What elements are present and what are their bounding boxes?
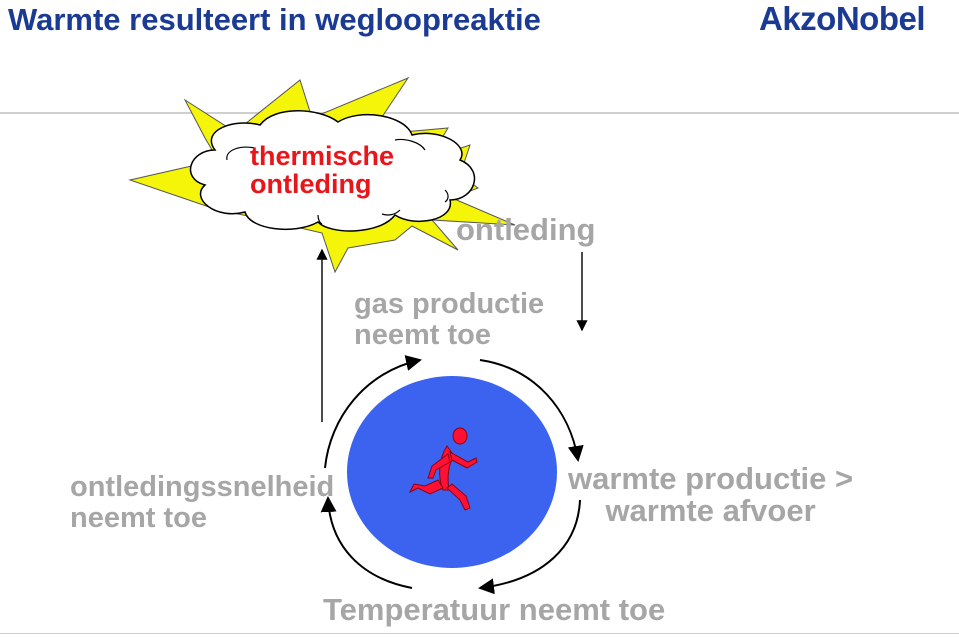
temperatuur-label: Temperatuur neemt toe: [323, 592, 666, 627]
running-man-icon: [408, 427, 478, 511]
cloud-icon: [189, 110, 476, 232]
gas-label-line1: gas productie: [354, 288, 545, 320]
gas-label-line2: neemt toe: [354, 319, 491, 351]
akzonobel-logo: AkzoNobel: [758, 0, 926, 37]
page-title: Warmte resulteert in wegloopreaktie: [8, 2, 541, 37]
ontledingssnelheid-label: ontledingssnelheid neemt toe: [70, 472, 334, 534]
reactor-circle: [347, 376, 557, 568]
footer-divider: [0, 633, 959, 634]
header-divider: [0, 112, 959, 114]
warmte-productie-label: warmte productie > warmte afvoer: [568, 463, 853, 527]
warmte-label-line1: warmte productie >: [568, 461, 854, 496]
cloud-label-line1: thermische: [250, 141, 395, 171]
warmte-label-line2: warmte afvoer: [605, 493, 816, 528]
cloud-label: thermische ontleding: [250, 142, 394, 198]
cloud-label-line2: ontleding: [250, 169, 372, 199]
gas-productie-label: gas productie neemt toe: [354, 289, 544, 351]
ontleding-label: ontleding: [456, 212, 596, 247]
snelheid-label-line1: ontledingssnelheid: [70, 471, 335, 503]
snelheid-label-line2: neemt toe: [70, 502, 207, 534]
